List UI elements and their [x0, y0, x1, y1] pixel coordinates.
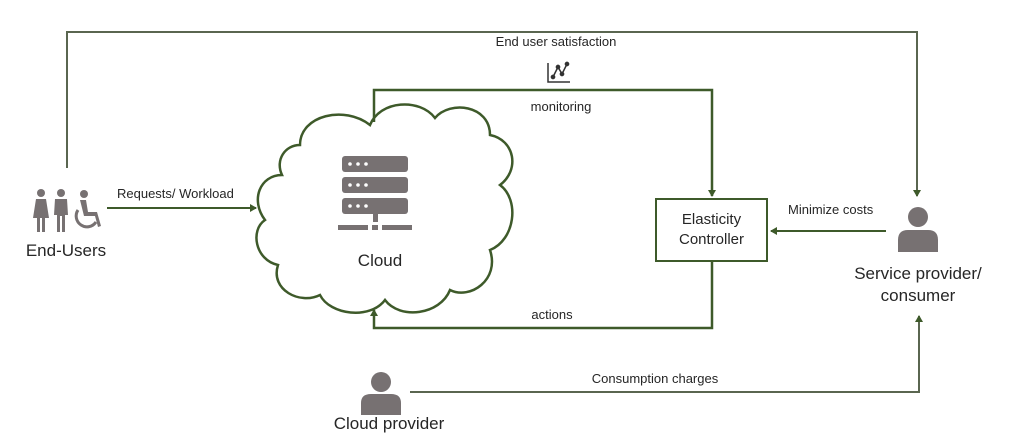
label-monitoring: monitoring — [530, 99, 592, 114]
label-requests-workload: Requests/ Workload — [117, 186, 234, 201]
elasticity-controller-box: Elasticity Controller — [655, 198, 768, 262]
service-provider-person-icon — [898, 207, 938, 252]
service-provider-label-line1: Service provider/ — [854, 264, 982, 283]
label-end-user-satisfaction: End user satisfaction — [495, 34, 617, 49]
edge-actions — [370, 262, 714, 330]
controller-label-line2: Controller — [678, 231, 745, 248]
label-minimize-costs: Minimize costs — [788, 202, 874, 217]
service-provider-label: Service provider/ consumer — [854, 263, 982, 307]
server-stack-icon — [338, 156, 412, 230]
line-chart-icon — [547, 61, 570, 83]
service-provider-label-line2: consumer — [880, 286, 956, 305]
controller-label-line1: Elasticity — [681, 211, 742, 228]
cloud-label: Cloud — [357, 251, 403, 270]
label-consumption-charges: Consumption charges — [591, 371, 719, 386]
edge-end-user-satisfaction — [66, 31, 921, 197]
people-with-wheelchair-icon — [33, 189, 101, 232]
label-actions: actions — [531, 307, 573, 322]
end-users-label: End-Users — [25, 241, 107, 260]
cloud-provider-label: Cloud provider — [333, 414, 445, 433]
cloud-provider-person-icon — [361, 372, 401, 415]
edge-monitoring — [372, 88, 716, 197]
edge-consumption-charges — [410, 315, 923, 393]
